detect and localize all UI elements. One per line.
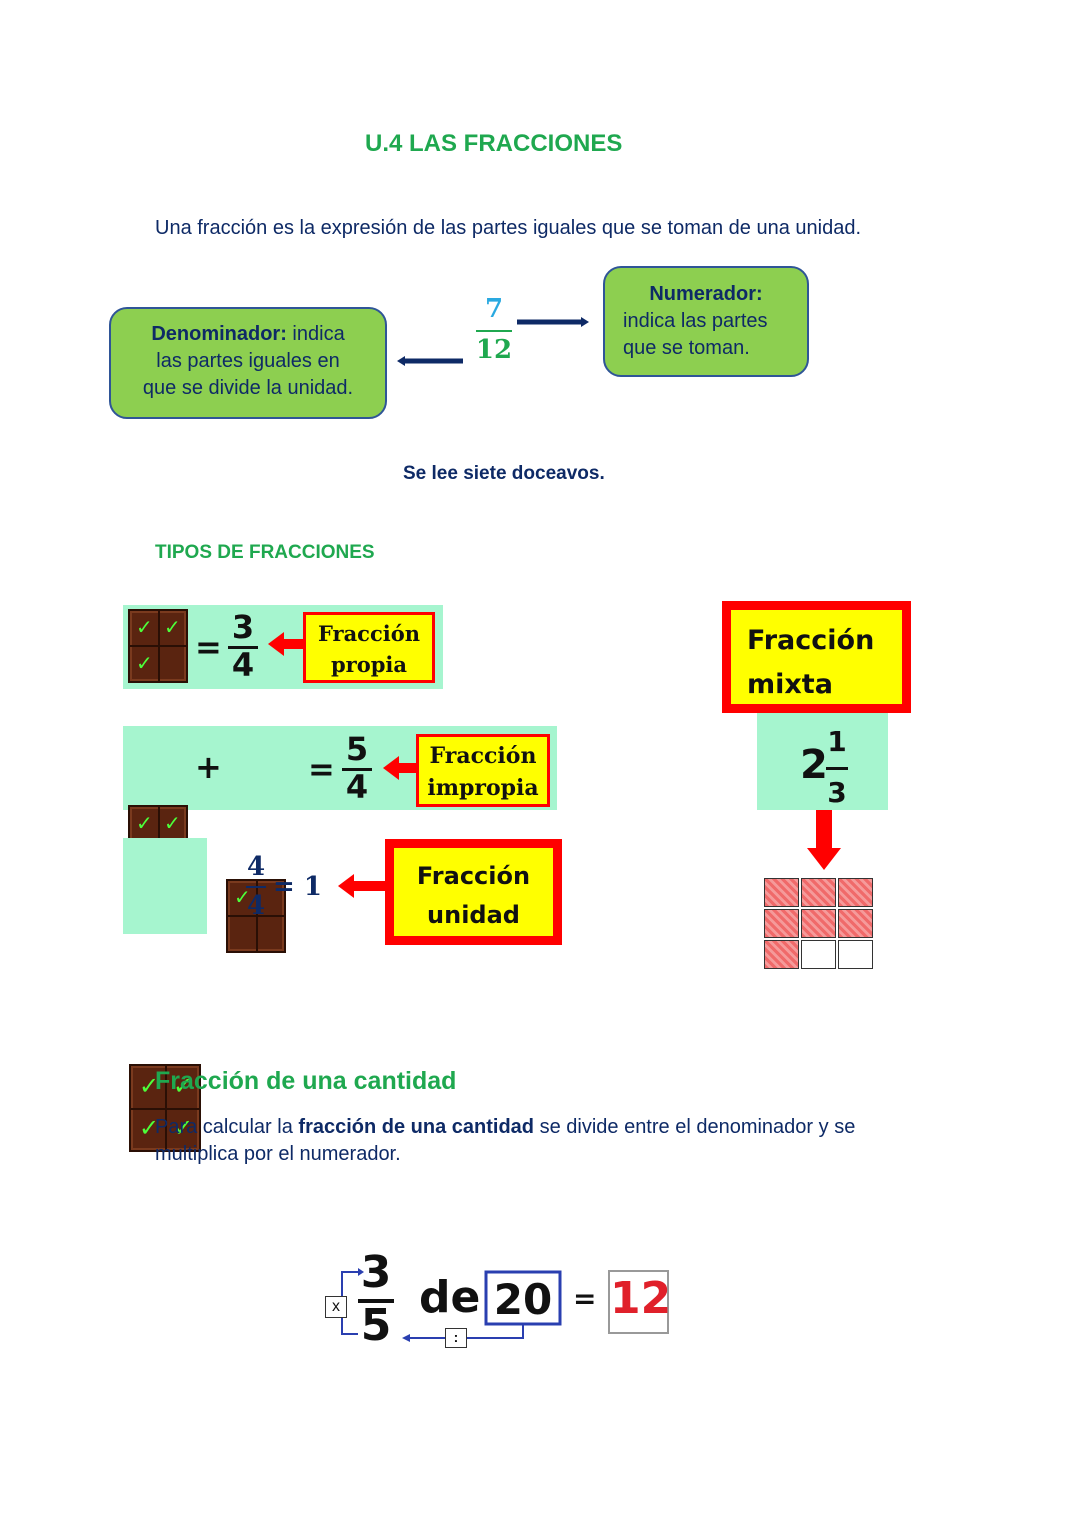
quantity-text-line2: multiplica por el numerador.: [155, 1143, 401, 1165]
choc-divider: [130, 645, 186, 647]
quantity-text: Para calcular la fracción de una cantida…: [155, 1114, 955, 1168]
result-box: [608, 1270, 669, 1334]
quantity-text-before: Para calcular la: [155, 1116, 299, 1138]
quantity-text-after: se divide entre el denominador y se: [534, 1116, 856, 1138]
example-bar: [358, 1299, 394, 1303]
denominator-callout-bold: Denominador:: [151, 323, 287, 345]
check-icon: ✓: [173, 1114, 194, 1142]
check-icon: ✓: [139, 1072, 160, 1100]
unidad-panel: [123, 838, 207, 934]
choc-divider: [228, 915, 284, 917]
divide-box: :: [445, 1328, 467, 1348]
red-arrow-icon: [338, 874, 388, 898]
mixta-bar: [826, 767, 848, 770]
unidad-label-2: unidad: [427, 901, 520, 929]
check-icon: ✓: [173, 1072, 194, 1100]
propia-bar: [228, 646, 258, 649]
mixta-label-2: mixta: [747, 669, 833, 700]
fraction-bar: [476, 330, 512, 332]
propia-label: Fracción propia: [303, 612, 435, 683]
quantity-heading: Fracción de una cantidad: [155, 1067, 457, 1095]
unidad-den: 4: [246, 891, 266, 921]
unidad-result: = 1: [273, 872, 322, 902]
fraction-denominator: 12: [475, 335, 513, 365]
impropia-den: 4: [345, 768, 369, 806]
types-heading: TIPOS DE FRACCIONES: [155, 542, 375, 563]
impropia-equals: =: [308, 750, 335, 788]
example-result: 12: [610, 1273, 672, 1324]
impropia-label: Fracción impropia: [416, 734, 550, 807]
impropia-plus: +: [195, 748, 222, 786]
chocolate-bar-propia: ✓ ✓ ✓: [128, 609, 188, 683]
numerator-callout-bold: Numerador:: [649, 283, 763, 305]
reading-text: Se lee siete doceavos.: [403, 463, 605, 484]
mixta-grid: [764, 878, 875, 971]
grid-cell-shaded: [764, 940, 799, 969]
propia-equals: =: [195, 628, 222, 666]
check-icon: ✓: [139, 1114, 160, 1142]
grid-cell-empty: [801, 940, 836, 969]
denominator-callout-rest: indica: [286, 323, 345, 345]
numerator-callout-line2: que se toman.: [623, 337, 750, 359]
quantity-text-bold: fracción de una cantidad: [298, 1116, 535, 1138]
mixta-num: 1: [827, 725, 847, 758]
grid-cell-shaded: [801, 909, 836, 938]
check-icon: ✓: [164, 811, 181, 835]
example-de: de: [419, 1272, 481, 1323]
propia-label-2: propia: [330, 652, 408, 677]
grid-cell-shaded: [764, 909, 799, 938]
chocolate-bar-one-quarter: ✓: [226, 879, 286, 953]
page-title: U.4 LAS FRACCIONES: [365, 130, 623, 157]
mixta-panel: [757, 713, 888, 810]
mixta-label: Fracción mixta: [722, 601, 911, 713]
callout-arrows: [397, 317, 589, 366]
definition-text: Una fracción es la expresión de las part…: [155, 217, 862, 239]
impropia-num: 5: [345, 730, 369, 768]
check-icon: ✓: [136, 651, 153, 675]
mixta-whole: 2: [800, 742, 828, 788]
denominator-callout: Denominador: indica las partes iguales e…: [109, 307, 387, 419]
denominator-callout-line2: las partes iguales en: [156, 350, 340, 372]
check-icon: ✓: [136, 615, 153, 639]
impropia-label-2: impropia: [427, 775, 539, 801]
example-den: 5: [360, 1300, 392, 1351]
impropia-label-1: Fracción: [429, 743, 537, 769]
denominator-arrow-head: [397, 356, 405, 366]
impropia-bar: [342, 768, 372, 771]
denominator-callout-line3: que se divide la unidad.: [142, 377, 354, 399]
numerator-callout-line1: indica las partes: [623, 310, 768, 332]
unidad-label-1: Fracción: [416, 862, 531, 890]
grid-cell-shaded: [764, 878, 799, 907]
chocolate-bar-unidad: ✓ ✓ ✓ ✓: [129, 1064, 201, 1152]
grid-cell-shaded: [838, 909, 873, 938]
example-num: 3: [360, 1247, 392, 1298]
check-icon: ✓: [234, 885, 251, 909]
mixta-den: 3: [827, 776, 847, 809]
check-icon: ✓: [164, 615, 181, 639]
multiply-box: x: [325, 1296, 347, 1318]
propia-den: 4: [231, 646, 255, 684]
red-arrow-icon: [268, 632, 308, 656]
example-equals: =: [573, 1282, 597, 1315]
unidad-bar: [246, 886, 266, 888]
numerator-callout: Numerador: indica las partes que se toma…: [603, 266, 809, 377]
example-amount: 20: [493, 1275, 553, 1324]
grid-cell-shaded: [838, 878, 873, 907]
unidad-label: Fracción unidad: [385, 839, 562, 945]
red-down-arrow-icon: [807, 810, 841, 870]
check-icon: ✓: [136, 811, 153, 835]
mixta-label-1: Fracción: [747, 625, 875, 656]
red-arrow-icon: [383, 756, 423, 780]
unidad-num: 4: [246, 852, 266, 882]
grid-cell-empty: [838, 940, 873, 969]
grid-cell-shaded: [801, 878, 836, 907]
propia-label-1: Fracción: [317, 621, 421, 646]
propia-num: 3: [231, 608, 255, 646]
fraction-numerator: 7: [484, 294, 504, 324]
numerator-arrow-head: [581, 317, 589, 327]
choc-divider: [131, 1108, 199, 1110]
